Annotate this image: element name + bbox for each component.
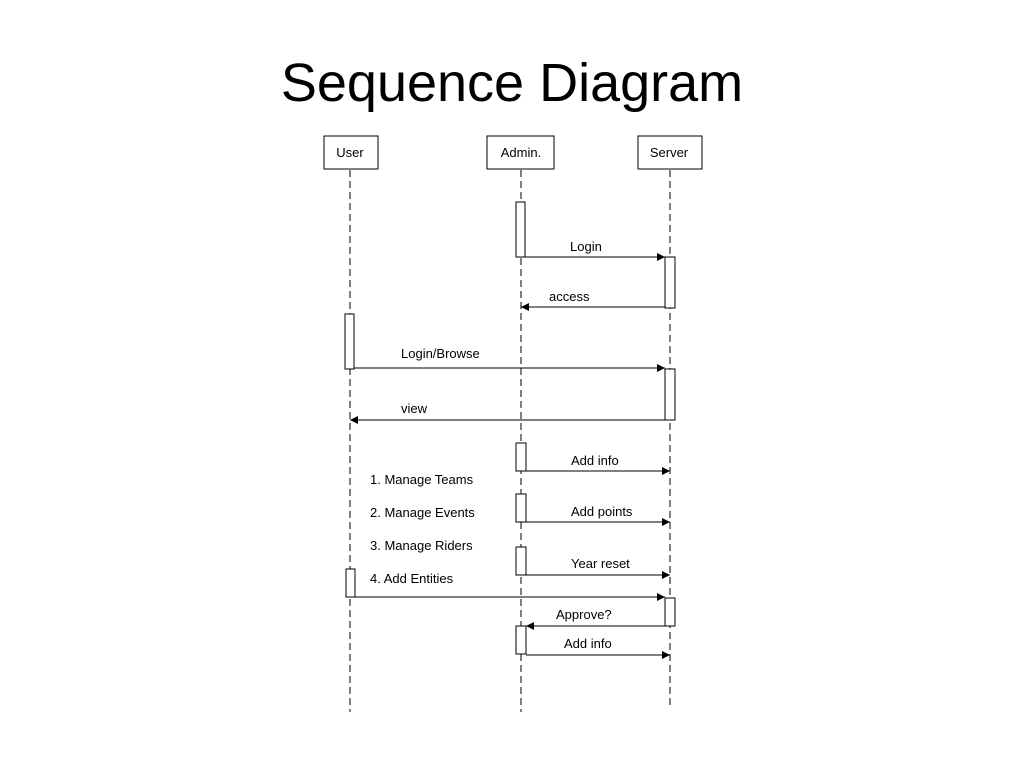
message-label-login: Login: [570, 239, 602, 254]
participant-user-label: User: [336, 145, 364, 160]
message-label-approve: Approve?: [556, 607, 612, 622]
message-label-access: access: [549, 289, 590, 304]
message-label-view: view: [401, 401, 428, 416]
activation-server-1: [664, 256, 676, 309]
activation-admin-3: [515, 493, 527, 523]
message-label-login-browse: Login/Browse: [401, 346, 480, 361]
message-label-add-info-2: Add info: [564, 636, 612, 651]
note-manage-teams: 1. Manage Teams: [370, 472, 474, 487]
activation-user-2: [345, 568, 356, 598]
activation-user-1: [344, 313, 355, 370]
participant-admin-label: Admin.: [501, 145, 541, 160]
note-manage-events: 2. Manage Events: [370, 505, 475, 520]
participant-user: User: [323, 135, 379, 170]
message-label-add-points: Add points: [571, 504, 633, 519]
note-manage-riders: 3. Manage Riders: [370, 538, 473, 553]
participant-admin: Admin.: [486, 135, 555, 170]
message-label-add-info: Add info: [571, 453, 619, 468]
activation-admin-2: [515, 442, 527, 472]
note-add-entities: 4. Add Entities: [370, 571, 454, 586]
activation-admin-1: [515, 201, 526, 258]
participant-server-label: Server: [650, 145, 689, 160]
activation-server-3: [664, 597, 676, 627]
activation-server-2: [664, 368, 676, 421]
activation-admin-4: [515, 546, 527, 576]
participant-server: Server: [637, 135, 703, 170]
message-label-year-reset: Year reset: [571, 556, 630, 571]
slide-title: Sequence Diagram: [280, 53, 744, 113]
activation-admin-5: [515, 625, 527, 655]
